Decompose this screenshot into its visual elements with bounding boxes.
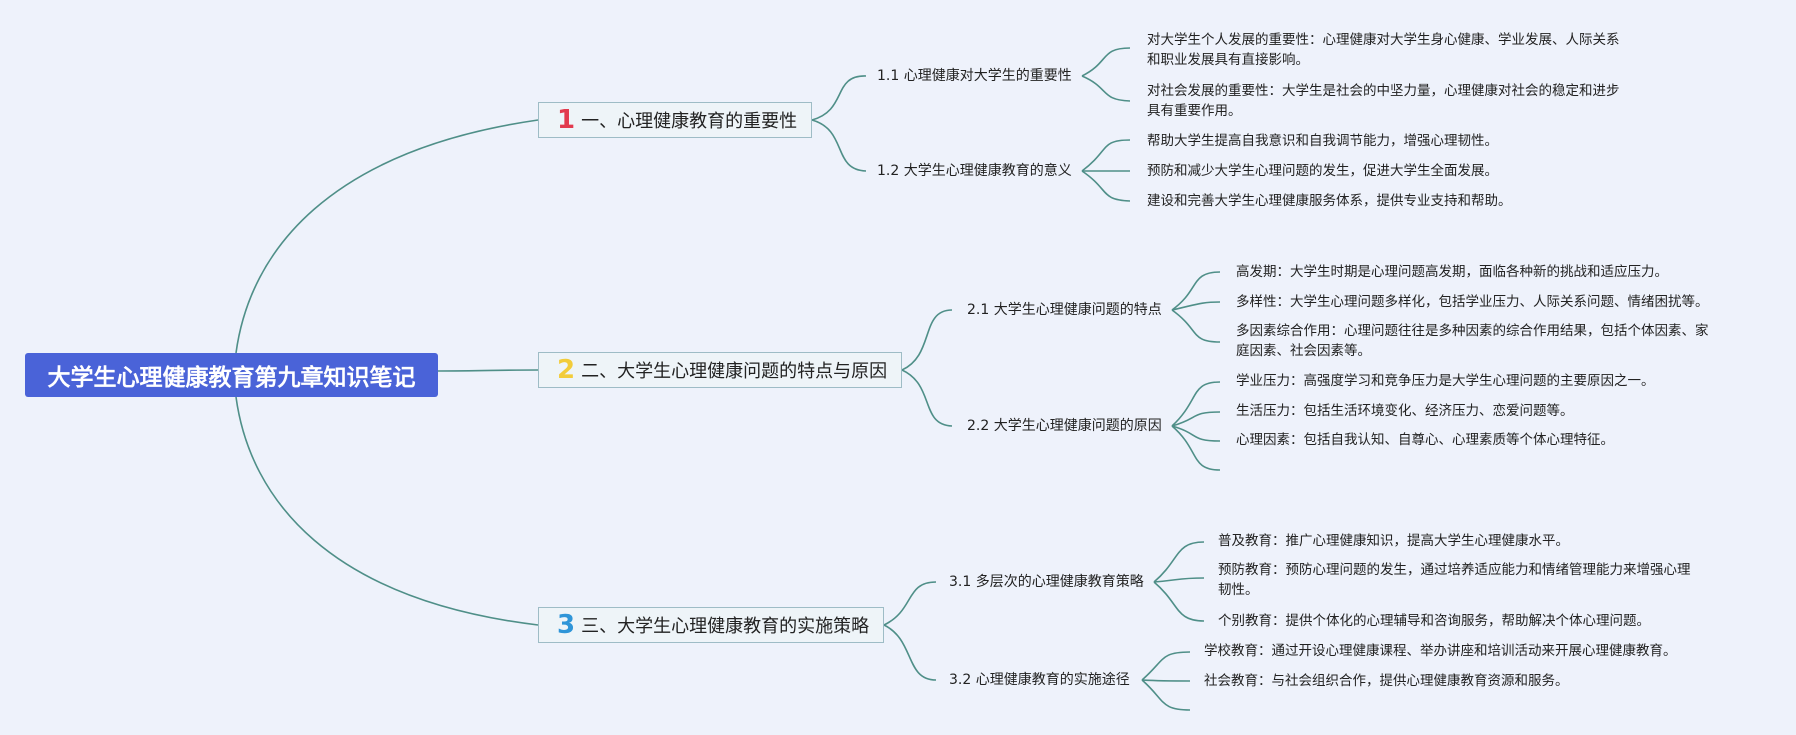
- leaf-1-1-1[interactable]: 对大学生个人发展的重要性：心理健康对大学生身心健康、学业发展、人际关系 和职业发…: [1147, 30, 1620, 70]
- connector-root-sec2: [437, 369, 539, 372]
- connector-sub22-leaf2: [1171, 411, 1221, 427]
- section-3-number: 3: [557, 610, 576, 640]
- leaf-2-2-2[interactable]: 生活压力：包括生活环境变化、经济压力、恋爱问题等。: [1236, 401, 1574, 421]
- subtopic-3-1[interactable]: 3.1 多层次的心理健康教育策略: [949, 574, 1144, 590]
- connector-sec1-sub2: [811, 119, 867, 172]
- leaf-2-1-1[interactable]: 高发期：大学生时期是心理问题高发期，面临各种新的挑战和适应压力。: [1236, 262, 1668, 282]
- connector-sub21-leaf1: [1171, 271, 1221, 311]
- leaf-3-1-1[interactable]: 普及教育：推广心理健康知识，提高大学生心理健康水平。: [1218, 531, 1569, 551]
- connector-sub32-leaf2: [1141, 679, 1191, 682]
- subtopic-1-1[interactable]: 1.1 心理健康对大学生的重要性: [877, 68, 1072, 84]
- leaf-line: 对大学生个人发展的重要性：心理健康对大学生身心健康、学业发展、人际关系: [1147, 32, 1620, 48]
- section-1-number: 1: [557, 105, 576, 135]
- leaf-line: 建设和完善大学生心理健康服务体系，提供专业支持和帮助。: [1147, 193, 1512, 209]
- connector-sec3-sub2: [883, 624, 937, 681]
- connector-sub31-leaf1: [1153, 541, 1205, 583]
- leaf-1-1-2[interactable]: 对社会发展的重要性：大学生是社会的中坚力量，心理健康对社会的稳定和进步 具有重要…: [1147, 81, 1620, 121]
- connector-sub32-leaf3: [1141, 679, 1191, 711]
- connector-sec1-sub1: [811, 75, 867, 121]
- root-title: 大学生心理健康教育第九章知识笔记: [47, 365, 416, 391]
- leaf-2-2-3[interactable]: 心理因素：包括自我认知、自尊心、心理素质等个体心理特征。: [1236, 430, 1614, 450]
- leaf-3-1-2[interactable]: 预防教育：预防心理问题的发生，通过培养适应能力和情绪管理能力来增强心理 韧性。: [1218, 560, 1691, 600]
- leaf-line: 对社会发展的重要性：大学生是社会的中坚力量，心理健康对社会的稳定和进步: [1147, 83, 1620, 99]
- leaf-line: 普及教育：推广心理健康知识，提高大学生心理健康水平。: [1218, 533, 1569, 549]
- connector-sec2-sub1: [901, 309, 953, 371]
- leaf-1-2-3[interactable]: 建设和完善大学生心理健康服务体系，提供专业支持和帮助。: [1147, 191, 1512, 211]
- leaf-line: 帮助大学生提高自我意识和自我调节能力，增强心理韧性。: [1147, 133, 1498, 149]
- leaf-line: 和职业发展具有直接影响。: [1147, 52, 1309, 68]
- subtopic-2-2[interactable]: 2.2 大学生心理健康问题的原因: [967, 418, 1162, 434]
- subtopic-2-1[interactable]: 2.1 大学生心理健康问题的特点: [967, 302, 1162, 318]
- section-3-label: 三、大学生心理健康教育的实施策略: [581, 616, 870, 637]
- connector-sub31-leaf2: [1153, 577, 1205, 583]
- connector-sub21-leaf3: [1171, 309, 1221, 343]
- leaf-3-2-2[interactable]: 社会教育：与社会组织合作，提供心理健康教育资源和服务。: [1204, 671, 1569, 691]
- connector-sub22-leaf1: [1171, 381, 1221, 427]
- leaf-line: 个别教育：提供个体化的心理辅导和咨询服务，帮助解决个体心理问题。: [1218, 613, 1650, 629]
- leaf-line: 多因素综合作用：心理问题往往是多种因素的综合作用结果，包括个体因素、家: [1236, 323, 1709, 339]
- section-3-node[interactable]: 3 三、大学生心理健康教育的实施策略: [538, 607, 884, 643]
- section-1-node[interactable]: 1 一、心理健康教育的重要性: [538, 102, 812, 138]
- leaf-2-2-1[interactable]: 学业压力：高强度学习和竞争压力是大学生心理问题的主要原因之一。: [1236, 371, 1655, 391]
- leaf-line: 预防教育：预防心理问题的发生，通过培养适应能力和情绪管理能力来增强心理: [1218, 562, 1691, 578]
- connector-sec2-sub2: [901, 369, 953, 427]
- leaf-1-2-2[interactable]: 预防和减少大学生心理问题的发生，促进大学生全面发展。: [1147, 161, 1498, 181]
- connector-sub12-leaf3: [1081, 170, 1131, 202]
- leaf-1-2-1[interactable]: 帮助大学生提高自我意识和自我调节能力，增强心理韧性。: [1147, 131, 1498, 151]
- leaf-line: 高发期：大学生时期是心理问题高发期，面临各种新的挑战和适应压力。: [1236, 264, 1668, 280]
- connector-sub11-leaf2: [1081, 75, 1131, 102]
- leaf-line: 社会教育：与社会组织合作，提供心理健康教育资源和服务。: [1204, 673, 1569, 689]
- leaf-line: 多样性：大学生心理问题多样化，包括学业压力、人际关系问题、情绪困扰等。: [1236, 294, 1709, 310]
- leaf-line: 预防和减少大学生心理问题的发生，促进大学生全面发展。: [1147, 163, 1498, 179]
- leaf-line: 具有重要作用。: [1147, 103, 1242, 119]
- connector-sub31-leaf3: [1153, 581, 1205, 622]
- connector-sub22-leaf4: [1171, 425, 1221, 471]
- leaf-line: 心理因素：包括自我认知、自尊心、心理素质等个体心理特征。: [1236, 432, 1614, 448]
- section-1-label: 一、心理健康教育的重要性: [581, 111, 798, 132]
- leaf-2-1-2[interactable]: 多样性：大学生心理问题多样化，包括学业压力、人际关系问题、情绪困扰等。: [1236, 292, 1709, 312]
- connector-sub32-leaf1: [1141, 651, 1191, 681]
- leaf-line: 庭因素、社会因素等。: [1236, 343, 1371, 359]
- leaf-2-1-3[interactable]: 多因素综合作用：心理问题往往是多种因素的综合作用结果，包括个体因素、家 庭因素、…: [1236, 321, 1709, 361]
- connector-sec3-sub1: [883, 581, 937, 626]
- section-2-label: 二、大学生心理健康问题的特点与原因: [581, 361, 888, 382]
- connector-sub22-leaf3: [1171, 425, 1221, 442]
- root-node[interactable]: 大学生心理健康教育第九章知识笔记: [25, 353, 438, 397]
- leaf-3-2-1[interactable]: 学校教育：通过开设心理健康课程、举办讲座和培训活动来开展心理健康教育。: [1204, 641, 1677, 661]
- leaf-line: 学校教育：通过开设心理健康课程、举办讲座和培训活动来开展心理健康教育。: [1204, 643, 1677, 659]
- section-2-node[interactable]: 2 二、大学生心理健康问题的特点与原因: [538, 352, 902, 388]
- connector-sub11-leaf1: [1081, 47, 1131, 77]
- leaf-line: 生活压力：包括生活环境变化、经济压力、恋爱问题等。: [1236, 403, 1574, 419]
- subtopic-3-2[interactable]: 3.2 心理健康教育的实施途径: [949, 672, 1130, 688]
- leaf-3-1-3[interactable]: 个别教育：提供个体化的心理辅导和咨询服务，帮助解决个体心理问题。: [1218, 611, 1650, 631]
- leaf-line: 韧性。: [1218, 582, 1259, 598]
- section-2-number: 2: [557, 355, 576, 385]
- connector-sub12-leaf1: [1081, 139, 1131, 172]
- subtopic-1-2[interactable]: 1.2 大学生心理健康教育的意义: [877, 163, 1072, 179]
- leaf-line: 学业压力：高强度学习和竞争压力是大学生心理问题的主要原因之一。: [1236, 373, 1655, 389]
- connector-root-sec1: [235, 119, 539, 354]
- connector-root-sec3: [235, 396, 539, 626]
- connector-sub21-leaf2: [1171, 301, 1221, 311]
